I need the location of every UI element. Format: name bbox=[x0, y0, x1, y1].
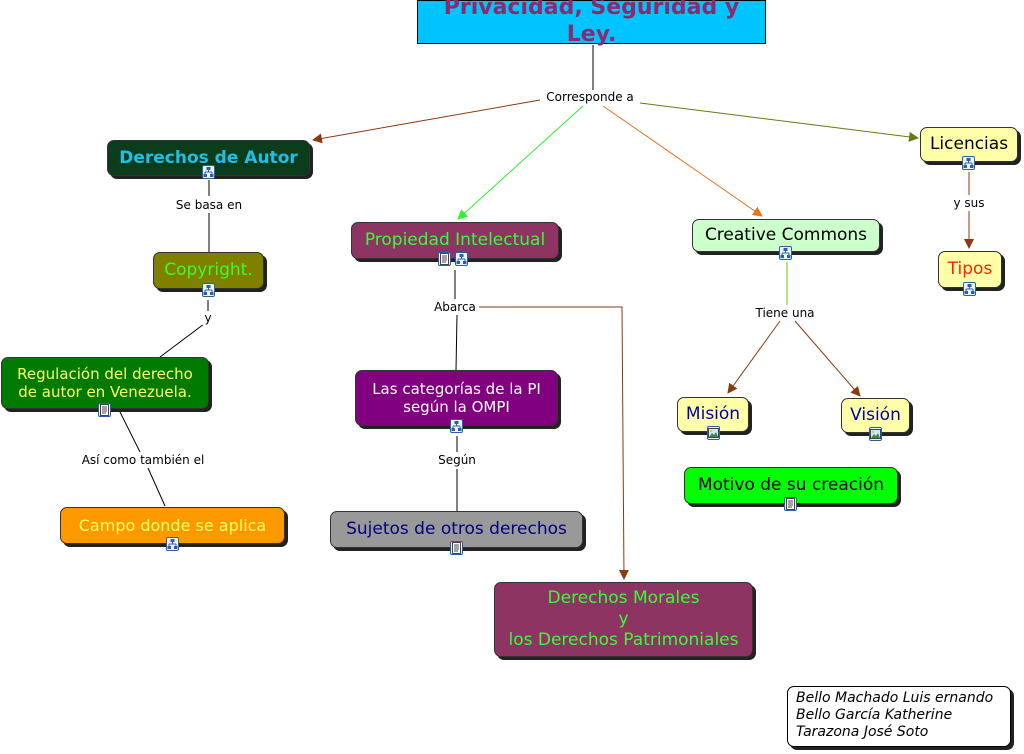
node-label: Visión bbox=[850, 405, 901, 426]
concept-map-icon[interactable] bbox=[450, 419, 463, 433]
concept-map-icon[interactable] bbox=[455, 252, 468, 266]
node-label-line-3: los Derechos Patrimoniales bbox=[508, 629, 739, 650]
node-label: Campo donde se aplica bbox=[78, 515, 267, 535]
node-label: Creative Commons bbox=[704, 225, 868, 246]
link-label-corresponde-a: Corresponde a bbox=[544, 90, 636, 104]
node-tipos[interactable]: Tipos bbox=[938, 251, 1002, 288]
link-corresponde-derechos-autor bbox=[312, 99, 541, 144]
node-derechos-morales-patrimoniales[interactable]: Derechos Morales y los Derechos Patrimon… bbox=[494, 582, 753, 657]
node-categorias-pi[interactable]: Las categorías de la PI según la OMPI bbox=[355, 370, 558, 426]
node-label-line-1: Regulación del derecho bbox=[17, 364, 193, 383]
node-label: Derechos de Autor bbox=[119, 147, 298, 168]
link-corresponde-propiedad bbox=[457, 105, 584, 220]
concept-map-icon[interactable] bbox=[166, 537, 179, 551]
node-vision[interactable]: Visión bbox=[841, 398, 910, 433]
concept-map-icon[interactable] bbox=[962, 156, 975, 170]
concept-map-icon[interactable] bbox=[779, 246, 792, 260]
node-label-line-2: según la OMPI bbox=[403, 398, 510, 416]
image-icon[interactable] bbox=[707, 426, 720, 440]
map-title-text: Privacidad, Seguridad y Ley. bbox=[443, 0, 740, 47]
link-label-se-basa-en: Se basa en bbox=[173, 198, 245, 212]
node-sujetos-otros-derechos[interactable]: Sujetos de otros derechos bbox=[330, 511, 583, 548]
node-label: Propiedad Intelectual bbox=[364, 230, 546, 251]
node-label-line-1: Las categorías de la PI bbox=[372, 379, 541, 398]
link-label-y-sus: y sus bbox=[951, 196, 987, 210]
link-label-segun: Según bbox=[436, 453, 478, 467]
author-name: Bello García Katherine bbox=[796, 707, 953, 723]
link-label-y: y bbox=[202, 311, 214, 325]
link-label-tiene-una: Tiene una bbox=[753, 306, 817, 320]
link-label-asi-como-tambien: Así como también el bbox=[79, 453, 207, 467]
concept-map-icon[interactable] bbox=[202, 283, 215, 297]
link-abarca-categorias bbox=[455, 314, 458, 371]
author-name: Tarazona José Soto bbox=[796, 724, 929, 740]
node-label-line-2: de autor en Venezuela. bbox=[18, 383, 192, 401]
link-corresponde-licencias bbox=[639, 102, 919, 142]
link-label-abarca: Abarca bbox=[432, 300, 478, 314]
node-copyright[interactable]: Copyright. bbox=[153, 252, 264, 289]
node-label-line-1: Derechos Morales bbox=[547, 588, 700, 609]
node-label: Licencias bbox=[929, 134, 1009, 155]
concept-map-icon[interactable] bbox=[202, 165, 215, 179]
link-tiene-vision bbox=[794, 320, 861, 397]
node-label: Motivo de su creación bbox=[697, 475, 885, 496]
link-tiene-mision bbox=[727, 320, 781, 394]
link-corresponde-creative bbox=[602, 105, 763, 217]
map-title[interactable]: Privacidad, Seguridad y Ley. bbox=[417, 0, 766, 47]
node-label: Copyright. bbox=[164, 260, 253, 281]
node-label-line-2: y bbox=[618, 609, 629, 630]
document-icon[interactable] bbox=[450, 541, 463, 555]
node-label: Sujetos de otros derechos bbox=[346, 519, 567, 540]
document-icon[interactable] bbox=[784, 497, 797, 511]
document-icon[interactable] bbox=[438, 252, 451, 266]
authors-box: Bello Machado Luis ernando Bello García … bbox=[787, 686, 1011, 747]
node-label: Misión bbox=[685, 404, 741, 425]
concept-map-icon[interactable] bbox=[963, 282, 976, 296]
node-label: Tipos bbox=[947, 259, 993, 280]
link-y-regulacion bbox=[159, 323, 205, 358]
link-asi-campo bbox=[147, 467, 166, 507]
author-name: Bello Machado Luis ernando bbox=[796, 690, 994, 706]
node-regulacion-derecho-autor[interactable]: Regulación del derecho de autor en Venez… bbox=[1, 357, 209, 409]
document-icon[interactable] bbox=[98, 403, 111, 417]
image-icon[interactable] bbox=[869, 427, 882, 441]
link-regulacion-asi bbox=[119, 411, 141, 453]
node-campo-donde-se-aplica[interactable]: Campo donde se aplica bbox=[60, 507, 285, 544]
link-abarca-derechos-morales bbox=[479, 306, 629, 580]
